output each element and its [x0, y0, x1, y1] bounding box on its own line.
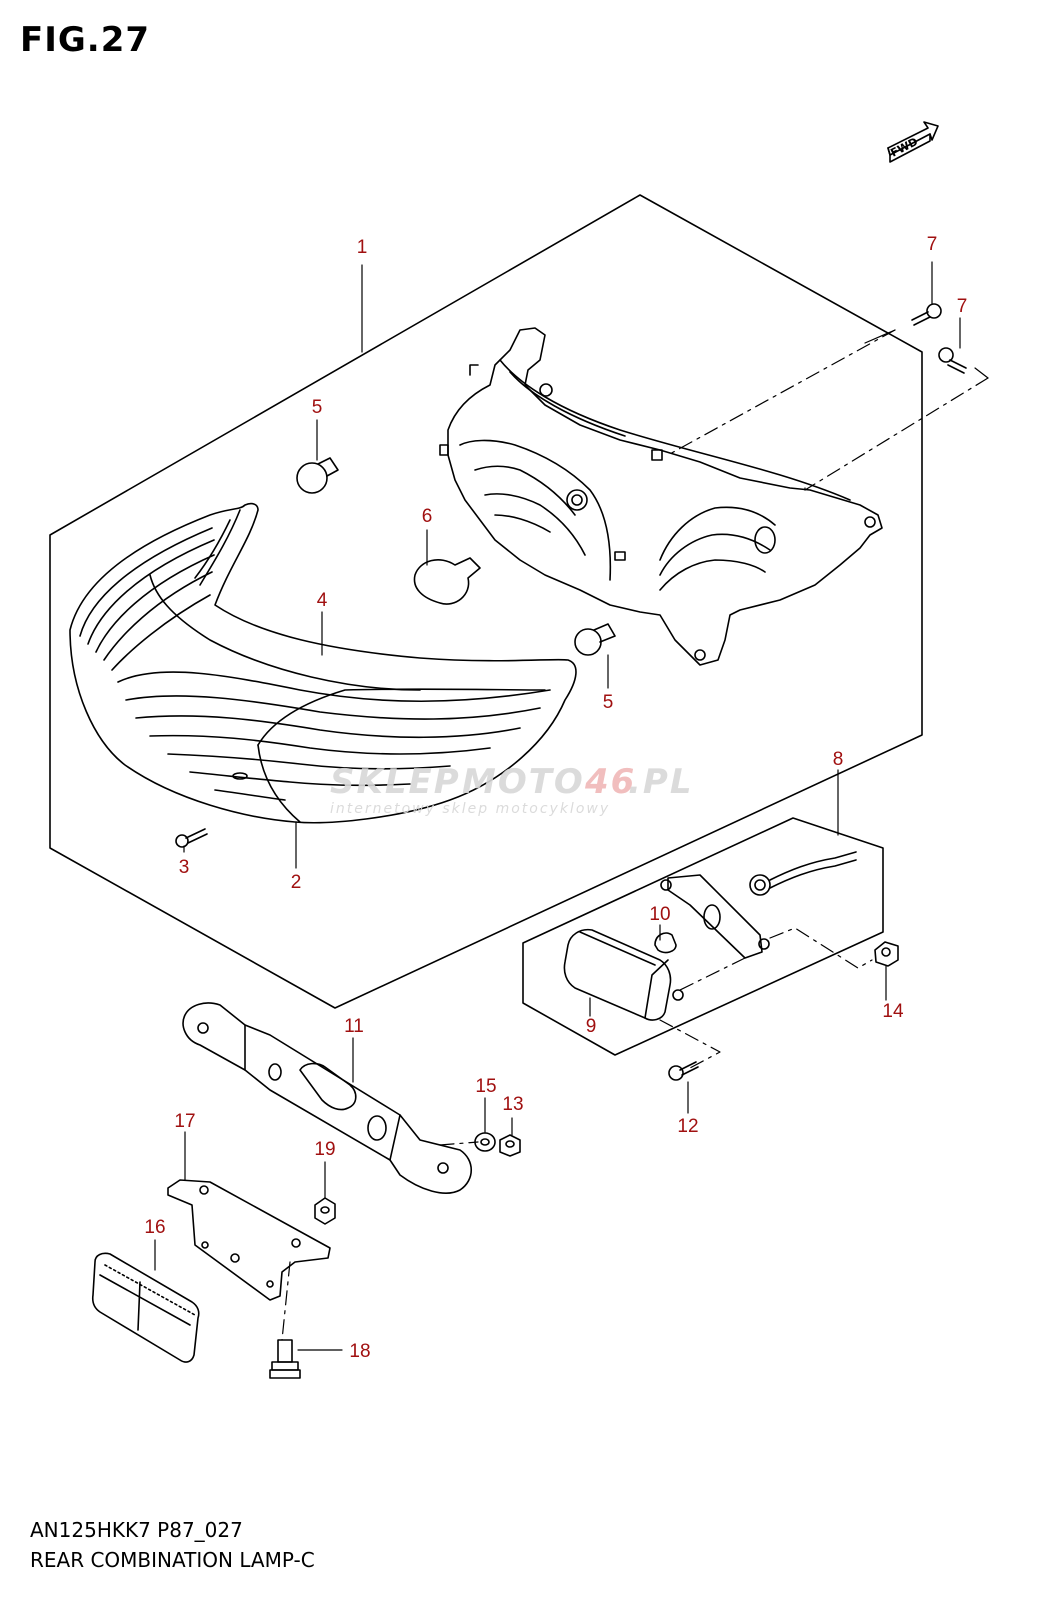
reflector-bracket-17: [167, 1179, 331, 1301]
bulb-10: [654, 932, 677, 954]
callout-8: 8: [833, 749, 844, 770]
callout-13: 13: [502, 1094, 523, 1115]
callout-16: 16: [144, 1217, 165, 1238]
reflector-16: [91, 1252, 200, 1363]
tail-lamp-lens: [69, 502, 577, 824]
callout-6: 6: [422, 506, 433, 527]
callout-18: 18: [349, 1341, 370, 1362]
callout-14: 14: [882, 1001, 904, 1022]
callout-15: 15: [475, 1076, 496, 1097]
watermark-brand-a: SKLEP: [330, 762, 461, 802]
callout-5-upper: 5: [312, 397, 323, 418]
callout-10: 10: [649, 904, 670, 925]
nut-13: [499, 1134, 521, 1157]
watermark-brand-b: MOTO: [462, 762, 585, 802]
fwd-arrow-icon: [887, 121, 939, 163]
callout-2: 2: [291, 872, 302, 893]
callout-1: 1: [357, 237, 368, 258]
bulb-6: [413, 557, 481, 605]
fwd-label: FWD: [888, 135, 920, 160]
nut-14: [874, 941, 899, 967]
bulb-5-upper: [296, 457, 339, 494]
callout-3: 3: [179, 857, 190, 878]
callout-5-lower: 5: [603, 692, 614, 713]
callout-19: 19: [314, 1139, 335, 1160]
callout-12: 12: [677, 1116, 698, 1137]
assembly-outline-1: [49, 194, 923, 1009]
callout-17: 17: [174, 1111, 195, 1132]
leader-lines: [154, 261, 961, 1351]
bolt-18: [269, 1339, 301, 1379]
nut-19: [314, 1197, 336, 1225]
watermark-brand-d: .PL: [628, 762, 694, 802]
callout-7-upper: 7: [927, 234, 938, 255]
license-lamp-body-9: [563, 928, 684, 1021]
socket-wire: [749, 851, 857, 896]
tail-lamp-housing: [439, 327, 883, 666]
watermark: SKLEP MOTO 46 .PL internetowy sklep moto…: [330, 762, 694, 817]
callout-11: 11: [344, 1016, 364, 1037]
screw-7-lower: [938, 347, 967, 374]
figure-label: FIG.27: [20, 20, 151, 60]
diagram-title: REAR COMBINATION LAMP-C: [30, 1548, 315, 1572]
watermark-brand-c: 46: [584, 762, 636, 802]
license-bracket-11: [182, 1002, 473, 1194]
screw-3: [175, 828, 208, 848]
callout-9: 9: [586, 1016, 597, 1037]
watermark-tagline: internetowy sklep motocyklowy: [330, 801, 610, 817]
alignment-lines: [281, 329, 989, 1341]
callout-7-lower: 7: [957, 296, 968, 317]
callout-4: 4: [317, 590, 328, 611]
screw-7-upper: [911, 303, 942, 326]
screw-12: [668, 1061, 699, 1081]
assembly-outline-8: [522, 817, 884, 1056]
bulb-5-lower: [574, 623, 616, 656]
model-code: AN125HKK7 P87_027: [30, 1518, 243, 1542]
license-lamp-bracket: [660, 874, 770, 959]
